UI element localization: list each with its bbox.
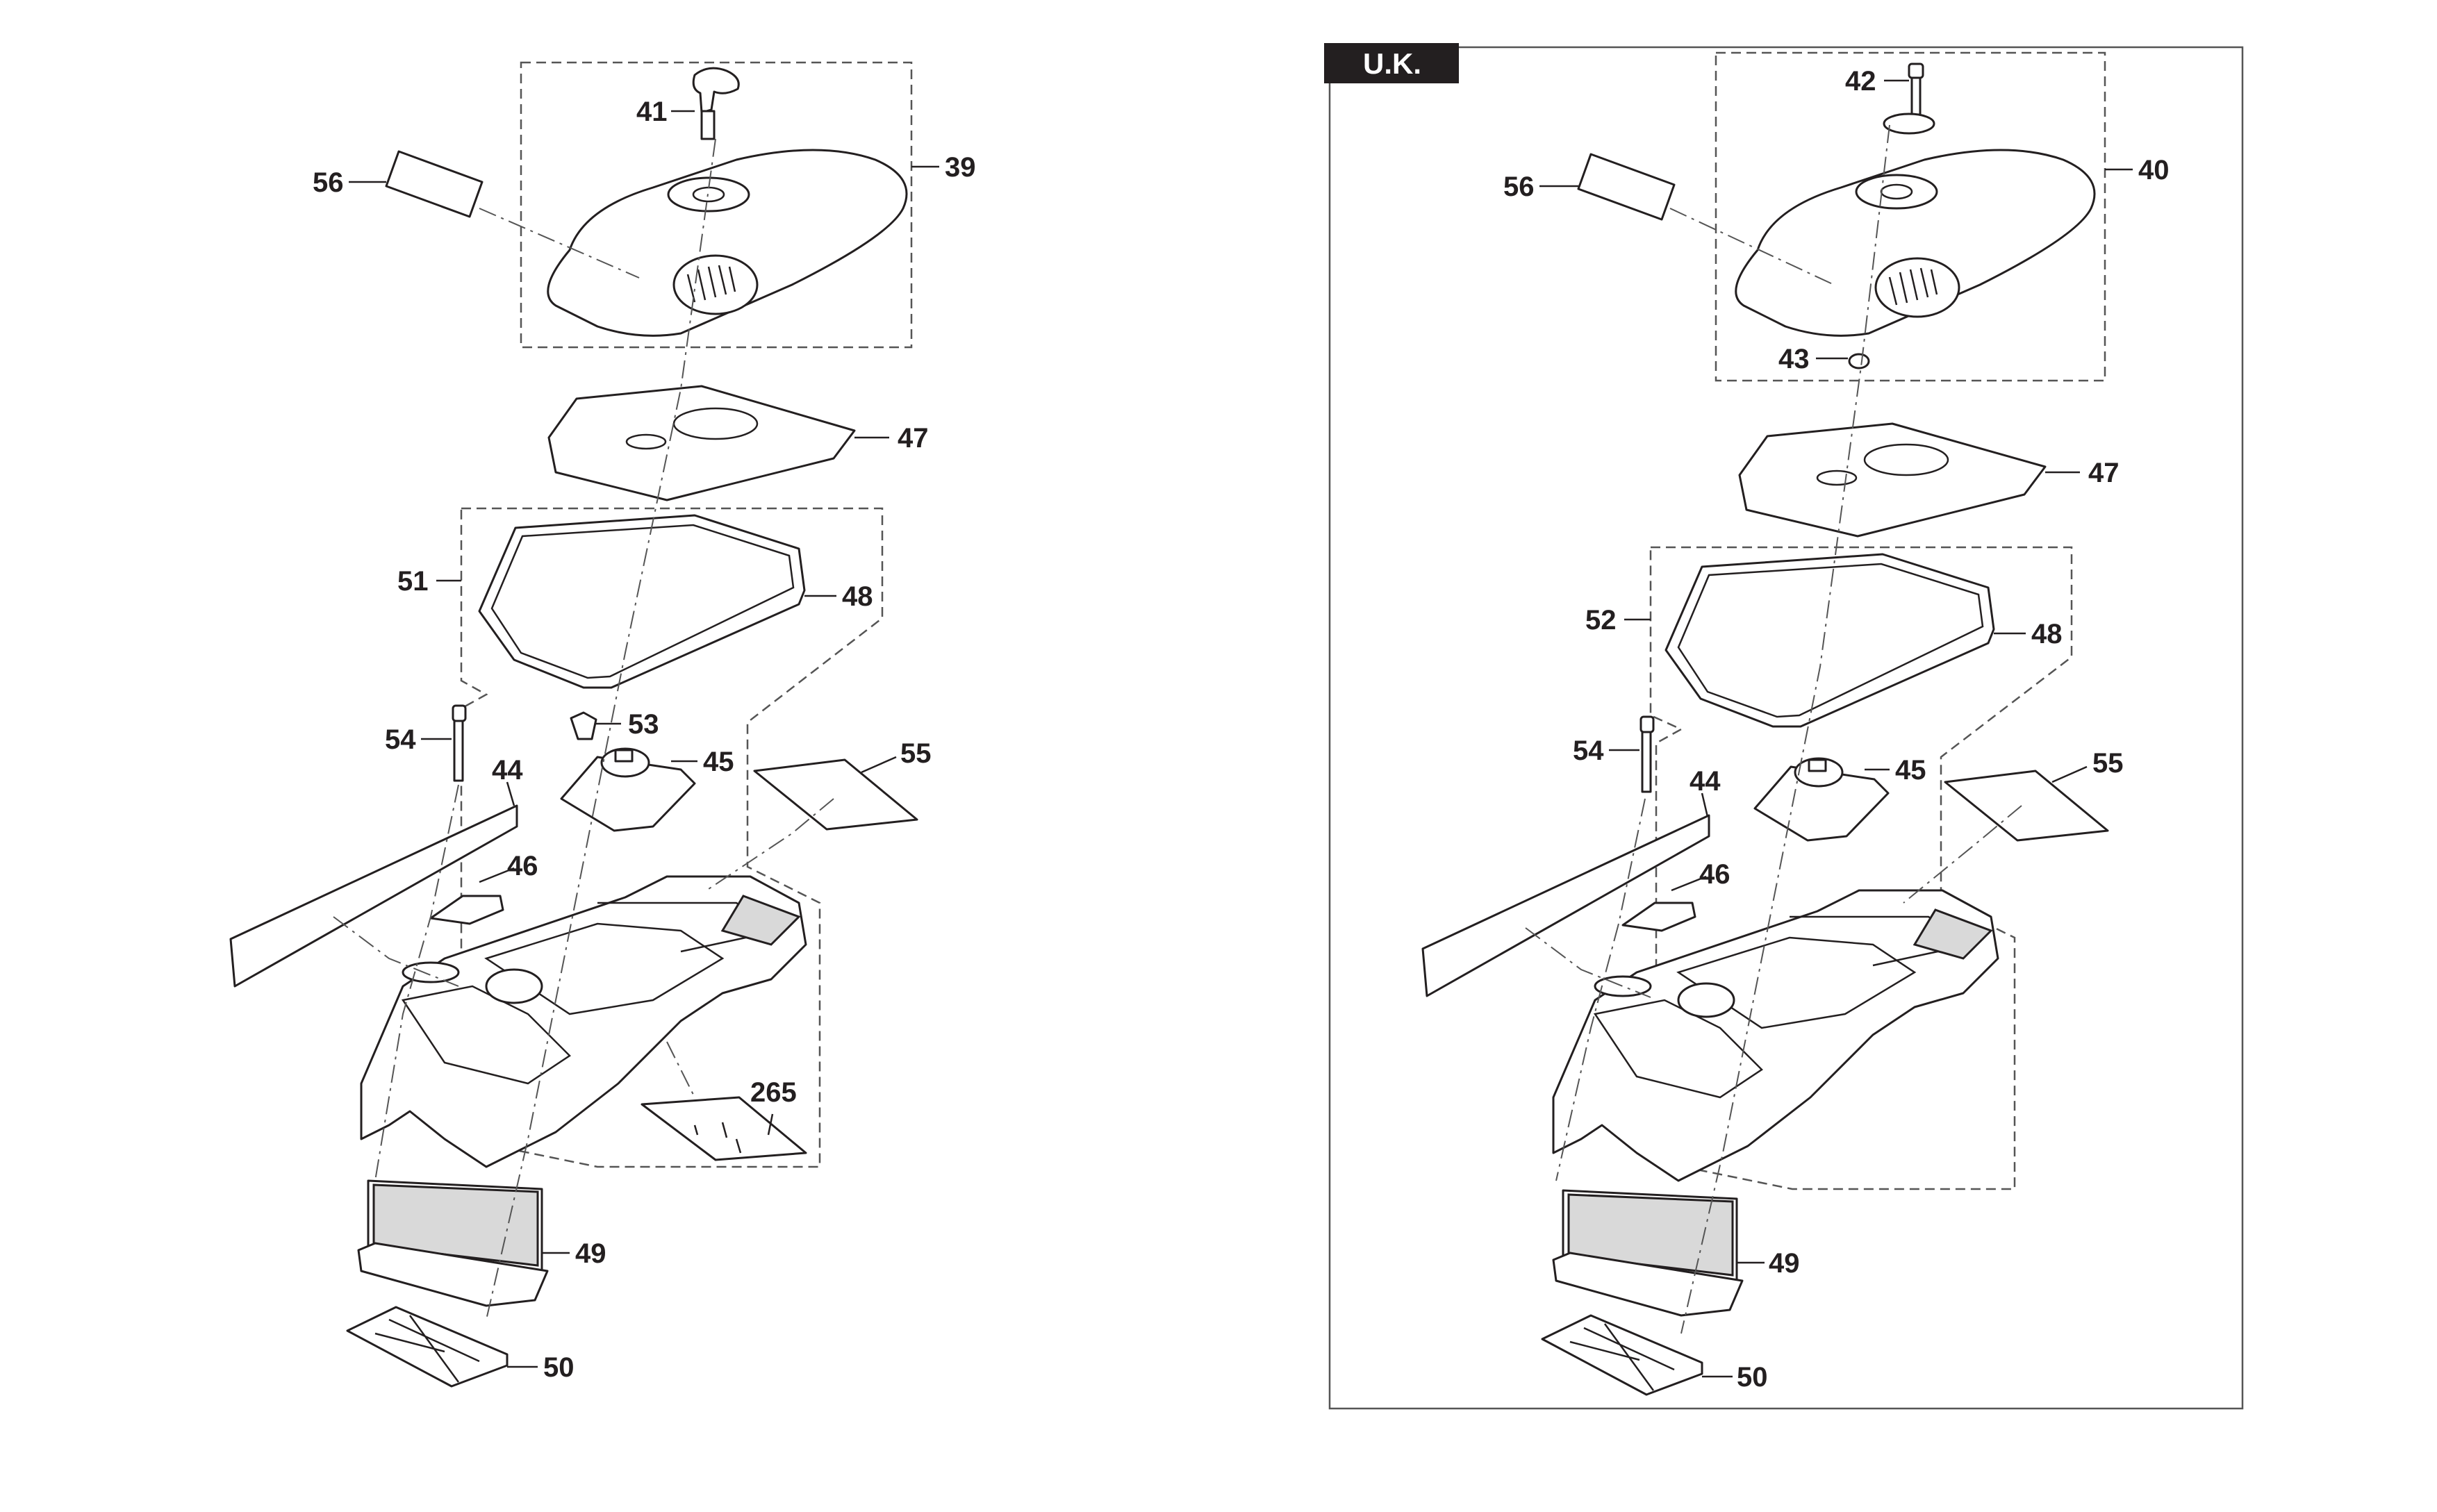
callout-41: 41 (636, 97, 668, 127)
part-54-screw (452, 704, 467, 782)
part-45-holder-uk (1753, 757, 1890, 842)
part-45-holder (560, 747, 696, 832)
callout-55: 55 (900, 738, 932, 769)
uk-badge (1324, 43, 1459, 83)
callout-48-uk: 48 (2031, 619, 2063, 649)
part-base-housing-uk (1552, 889, 1999, 1182)
part-53-clip (570, 711, 597, 740)
callout-44-uk: 44 (1690, 766, 1721, 797)
callout-56-uk: 56 (1503, 172, 1535, 202)
callout-labels-right: U.K. 42 56 40 43 47 52 48 54 45 44 55 46… (1363, 47, 2170, 1393)
part-48-seal (478, 514, 806, 689)
callout-52: 52 (1585, 605, 1617, 635)
part-43-nut (1848, 353, 1870, 369)
part-49-filter-uk (1552, 1189, 1744, 1317)
part-base-housing (360, 875, 807, 1168)
part-50-grid (346, 1306, 509, 1388)
callout-49-uk: 49 (1769, 1248, 1800, 1279)
part-46-gasket-uk (1621, 902, 1696, 932)
callout-44: 44 (492, 755, 523, 786)
callout-47: 47 (898, 423, 929, 454)
callout-labels-left: 41 56 39 47 51 48 54 53 45 44 55 46 265 … (313, 97, 976, 1383)
left-assembly (229, 61, 939, 1388)
right-assembly (1324, 43, 2244, 1410)
callout-46-uk: 46 (1699, 859, 1730, 890)
part-56-label (385, 150, 484, 218)
callout-54: 54 (385, 724, 416, 755)
uk-badge-label: U.K. (1363, 47, 1421, 80)
part-39-cover (547, 149, 908, 337)
callout-39: 39 (945, 152, 976, 183)
part-42-screw (1883, 63, 1935, 135)
group-outline-40 (1715, 51, 2106, 382)
part-55-label (753, 758, 918, 831)
part-49-filter (357, 1179, 549, 1307)
part-40-cover (1735, 149, 2096, 337)
part-50-grid-uk (1541, 1314, 1703, 1396)
callout-40: 40 (2138, 155, 2170, 185)
part-47-pad (547, 385, 856, 501)
part-265-label (641, 1096, 807, 1161)
callout-51: 51 (397, 566, 429, 597)
part-44-label-uk (1421, 814, 1710, 997)
callout-265: 265 (750, 1077, 797, 1108)
part-41-knob (692, 67, 740, 140)
callout-54-uk: 54 (1573, 736, 1604, 766)
callout-49: 49 (575, 1238, 606, 1269)
part-48-seal-uk (1664, 553, 1995, 728)
callout-56: 56 (313, 167, 344, 198)
part-46-gasket (429, 895, 504, 925)
callout-42: 42 (1845, 66, 1876, 97)
callout-50-uk: 50 (1737, 1362, 1768, 1393)
callout-53: 53 (628, 709, 659, 740)
group-outline-39 (520, 61, 913, 349)
callout-48: 48 (842, 581, 873, 612)
callout-45: 45 (703, 747, 734, 777)
part-56-label-uk (1577, 153, 1676, 221)
callout-43: 43 (1778, 344, 1810, 374)
callout-55-uk: 55 (2092, 748, 2124, 779)
part-47-pad-uk (1738, 422, 2047, 538)
part-55-label-uk (1944, 770, 2109, 842)
callout-46: 46 (507, 851, 538, 881)
callout-47-uk: 47 (2088, 458, 2120, 488)
group-outline-51 (460, 507, 884, 1168)
callout-50: 50 (543, 1352, 575, 1383)
part-54-screw-uk (1639, 715, 1655, 793)
callout-45-uk: 45 (1895, 755, 1926, 786)
uk-variant-frame (1328, 46, 2244, 1410)
